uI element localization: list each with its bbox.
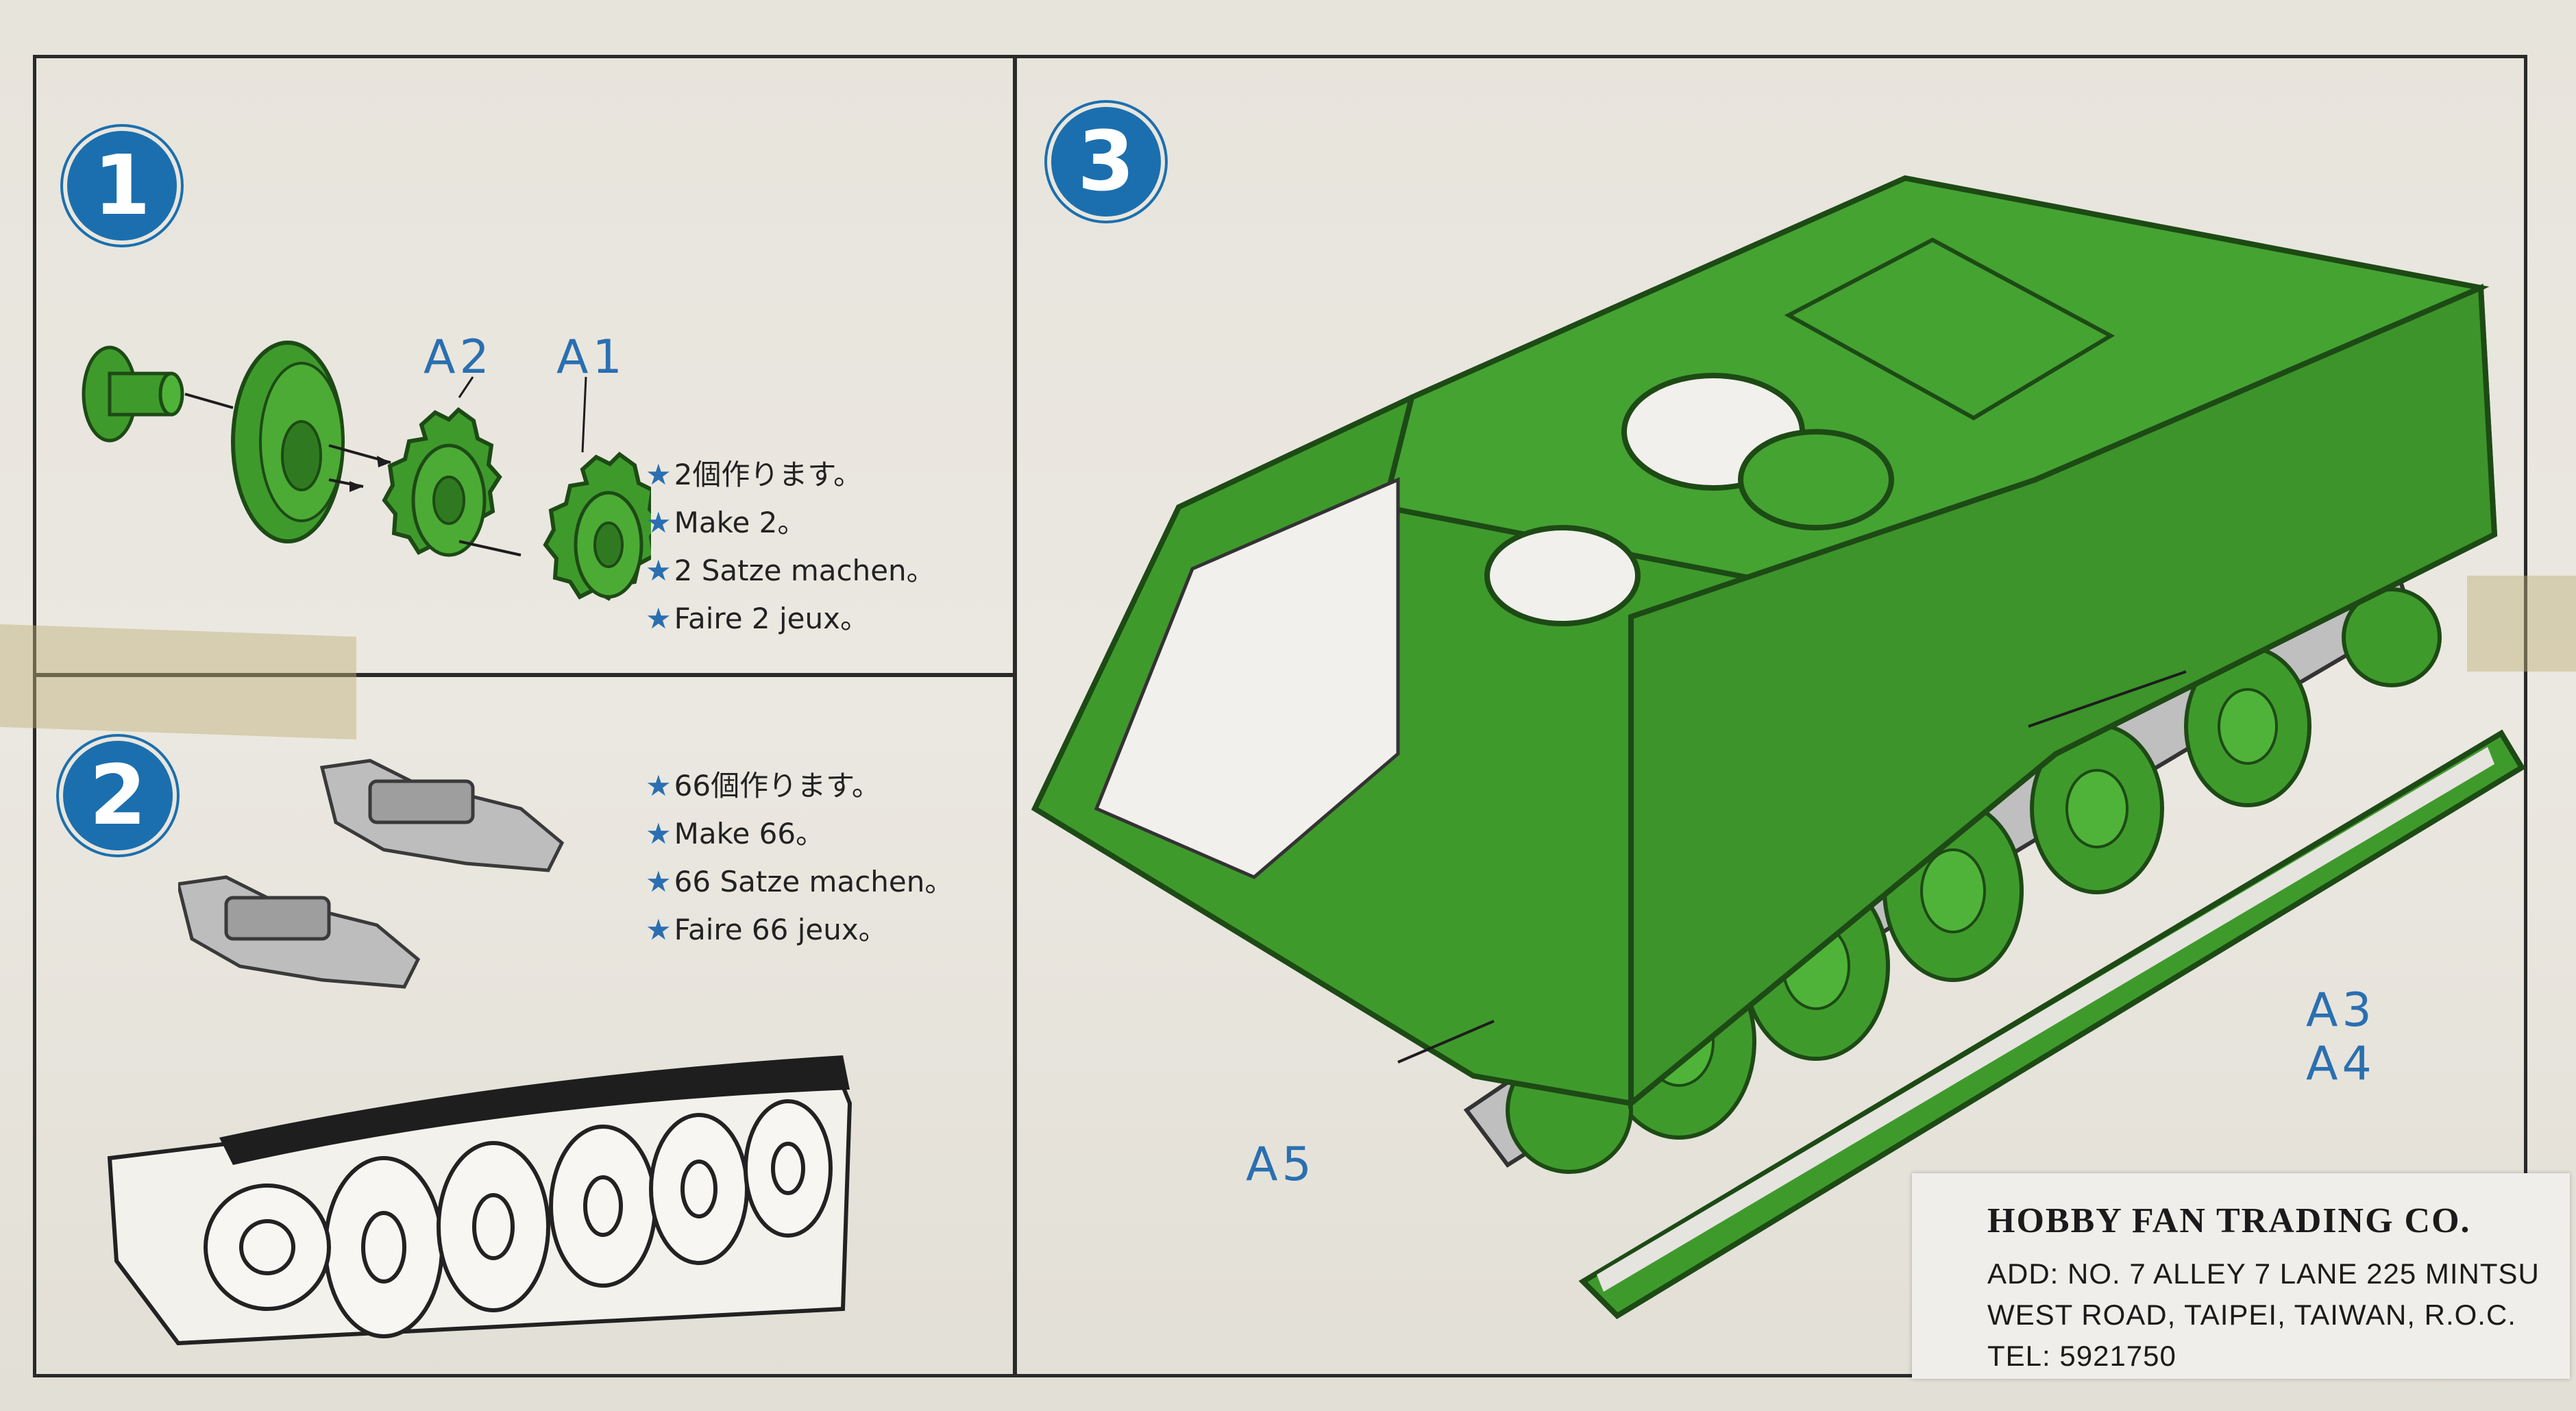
hull-body (1031, 175, 2498, 1109)
axle-part (82, 345, 184, 443)
company-address: ADD: NO. 7 ALLEY 7 LANE 225 MINTSU WEST … (1987, 1253, 2570, 1377)
top-hatch (1784, 237, 2115, 421)
track-link-part (178, 759, 565, 989)
center-divider (1013, 55, 1017, 1377)
tape-strip-right (2467, 576, 2576, 672)
track-link-illustration (178, 759, 565, 989)
part-label-a3: A3 (2306, 983, 2376, 1038)
part-label-a2: A2 (424, 330, 493, 384)
step-1-badge: 1 (63, 127, 181, 245)
panel-frame (33, 55, 2527, 1377)
side-skirt-a3-a4 (1578, 729, 2526, 1320)
instruction-line: ★Make 66。 (646, 817, 825, 850)
part-label-a5: A5 (1246, 1138, 1316, 1192)
step-1-instructions: ★2個作ります。 ★Make 2。 ★2 Satze machen。 ★Fair… (646, 451, 935, 643)
part-label-a4: A4 (2306, 1037, 2376, 1091)
instruction-line: ★Faire 2 jeux。 (646, 602, 869, 635)
step-2-badge: 2 (59, 737, 177, 855)
hull-assembly-illustration (1031, 175, 2526, 1320)
instruction-line: ★Faire 66 jeux。 (646, 913, 887, 946)
instruction-line: ★2 Satze machen。 (646, 554, 935, 587)
address-line-2: WEST ROAD, TAIPEI, TAIWAN, R.O.C. (1987, 1299, 2516, 1331)
part-label-a1: A1 (556, 330, 626, 384)
left-horizontal-divider (33, 673, 1014, 677)
road-wheels (204, 1099, 833, 1338)
company-name: HOBBY FAN TRADING CO. (1987, 1201, 2471, 1240)
instruction-line: ★66 Satze machen。 (646, 865, 954, 898)
step-3-badge: 3 (1047, 103, 1165, 221)
company-sticker: HOBBY FAN TRADING CO. ADD: NO. 7 ALLEY 7… (1912, 1173, 2570, 1379)
step-2-instructions: ★66個作ります。 ★Make 66。 ★66 Satze machen。 ★F… (646, 762, 953, 954)
instruction-line: ★66個作ります。 (646, 769, 881, 802)
hull-hatches (1484, 373, 1894, 626)
sprocket-a1-part (543, 452, 651, 601)
instruction-line: ★Make 2。 (646, 506, 807, 539)
sprocket-assembly-illustration (82, 341, 651, 601)
phone-line: TEL: 5921750 (1987, 1340, 2176, 1372)
instruction-line: ★2個作ります。 (646, 458, 863, 491)
hub-part (231, 341, 345, 543)
assembled-track-illustration (107, 1055, 852, 1346)
address-line-1: ADD: NO. 7 ALLEY 7 LANE 225 MINTSU (1987, 1257, 2540, 1290)
sprocket-a2-part (382, 407, 502, 557)
